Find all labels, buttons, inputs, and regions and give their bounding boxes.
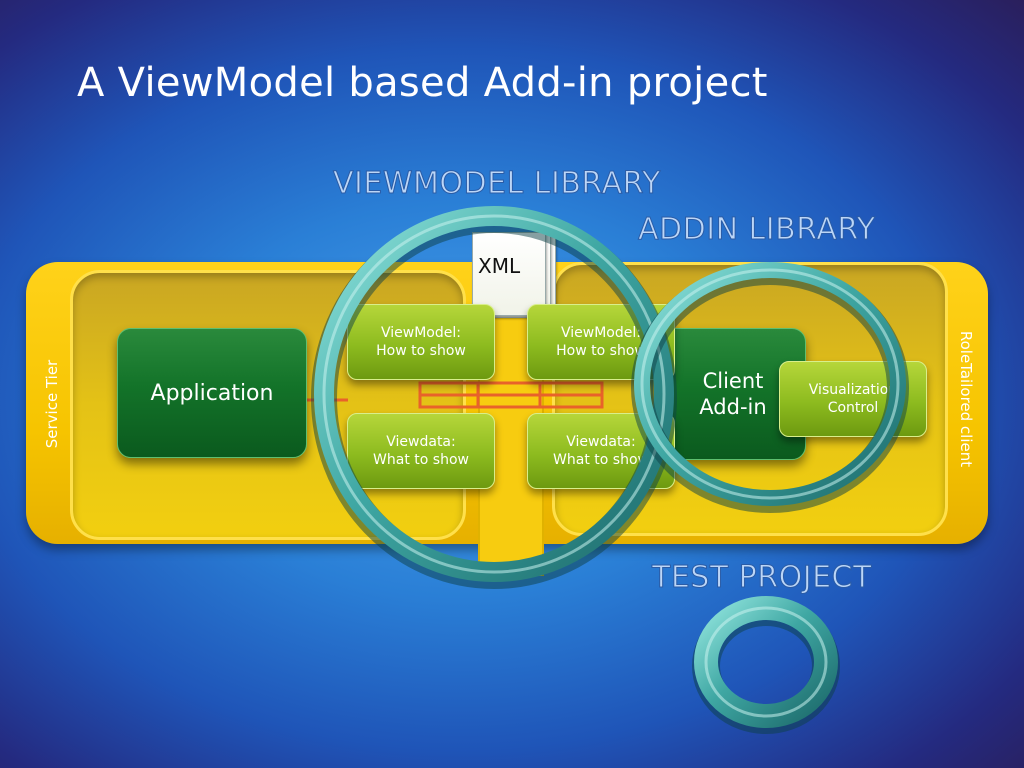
viewmodel-library-text: VIEWMODEL LIBRARY (333, 166, 661, 202)
right-viewmodel-box[interactable]: ViewModel: How to show (527, 304, 675, 380)
application-label: Application (150, 380, 274, 406)
left-viewmodel-box[interactable]: ViewModel: How to show (347, 304, 495, 380)
test-project-ring-hl (704, 606, 828, 718)
visualization-line2: Control (827, 400, 879, 416)
left-viewdata-line2: What to show (373, 452, 469, 468)
test-project-label: TEST PROJECT (652, 560, 872, 596)
client-tier-label: RoleTailored client (957, 330, 975, 468)
xml-label: XML (478, 254, 521, 278)
page-title: A ViewModel based Add-in project (77, 60, 768, 106)
test-project-ring-shadow (692, 598, 840, 734)
right-viewdata-box[interactable]: Viewdata: What to show (527, 413, 675, 489)
visualization-control-box[interactable]: Visualization Control (779, 361, 927, 437)
service-tier-label: Service Tier (43, 359, 61, 449)
addin-library-label: ADDIN LIBRARY (638, 212, 876, 248)
right-viewdata-line2: What to show (553, 452, 649, 468)
left-viewdata-box[interactable]: Viewdata: What to show (347, 413, 495, 489)
right-viewdata-line1: Viewdata: (566, 434, 636, 450)
left-viewmodel-line2: How to show (376, 343, 466, 359)
left-viewdata-line1: Viewdata: (386, 434, 456, 450)
addin-library-text: ADDIN LIBRARY (638, 212, 876, 248)
visualization-line1: Visualization (808, 382, 898, 398)
test-project-ring (694, 596, 838, 728)
application-box[interactable]: Application (117, 328, 307, 458)
test-project-text: TEST PROJECT (652, 560, 872, 596)
client-addin-line2: Add-in (699, 395, 767, 419)
client-addin-line1: Client (702, 369, 764, 393)
right-viewmodel-line2: How to show (556, 343, 646, 359)
left-viewmodel-line1: ViewModel: (381, 325, 461, 341)
right-viewmodel-line1: ViewModel: (561, 325, 641, 341)
viewmodel-library-label: VIEWMODEL LIBRARY (333, 166, 661, 202)
